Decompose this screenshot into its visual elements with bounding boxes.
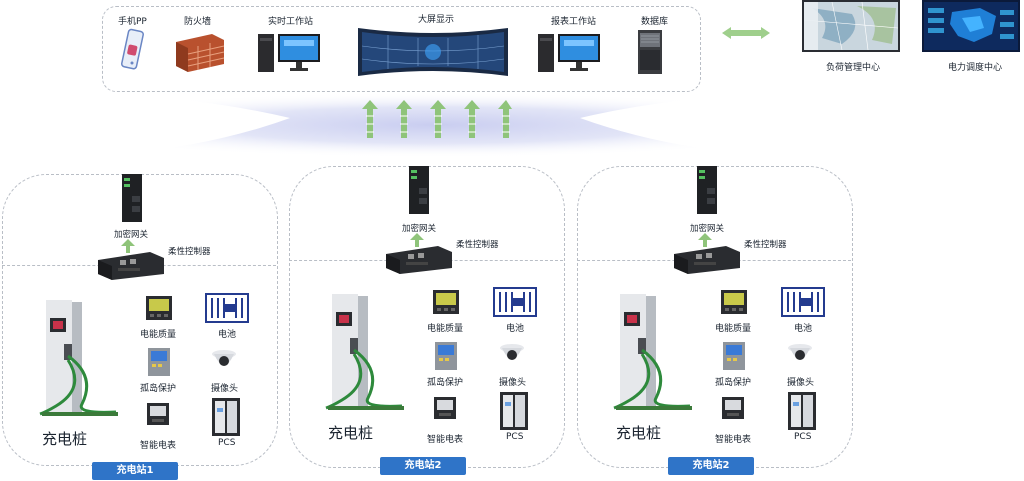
smart-meter-icon — [722, 397, 744, 419]
load-center-screen — [802, 0, 900, 52]
island-protection-label: 孤岛保护 — [715, 378, 752, 388]
firewall-icon — [176, 34, 225, 72]
power-quality-meter-icon — [721, 290, 747, 314]
camera-icon — [788, 344, 812, 360]
camera-icon — [500, 344, 524, 360]
power-quality-label: 电能质量 — [140, 330, 177, 340]
camera-label: 摄像头 — [499, 378, 527, 388]
camera-icon — [212, 350, 236, 366]
gateway-device-icon — [409, 166, 429, 214]
battery-icon — [781, 287, 825, 317]
smart-meter-label: 智能电表 — [715, 435, 752, 445]
platform-box — [102, 6, 701, 92]
charging-pile-icon — [39, 300, 118, 416]
island-protection-icon — [723, 342, 745, 370]
smart-meter-label: 智能电表 — [427, 435, 464, 445]
flexible-controller-icon — [674, 246, 740, 274]
controller-label: 柔性控制器 — [744, 240, 787, 250]
network-glow — [30, 92, 840, 158]
battery-label: 电池 — [794, 324, 813, 334]
dispatch-center-screen — [922, 0, 1020, 52]
charging-pile-icon — [613, 294, 692, 410]
gateway-label: 加密网关 — [114, 230, 149, 240]
power-quality-meter-icon — [433, 290, 459, 314]
smart-meter-icon — [147, 403, 169, 425]
battery-label: 电池 — [506, 324, 525, 334]
bigscreen-label: 大屏显示 — [418, 15, 455, 25]
battery-label: 电池 — [218, 330, 237, 340]
flexible-controller-icon — [98, 252, 164, 280]
camera-label: 摄像头 — [211, 384, 239, 394]
controller-label: 柔性控制器 — [456, 240, 499, 250]
island-protection-icon — [435, 342, 457, 370]
mobile-label: 手机PP — [118, 17, 147, 27]
charging-pile-label: 充电桩 — [328, 424, 374, 442]
charging-pile-label: 充电桩 — [42, 430, 88, 448]
report-workstation-icon — [538, 34, 600, 72]
controller-label: 柔性控制器 — [168, 247, 211, 257]
pcs-label: PCS — [794, 432, 812, 442]
load-center-label: 负荷管理中心 — [826, 63, 881, 73]
smart-meter-icon — [434, 397, 456, 419]
gateway-label: 加密网关 — [690, 224, 725, 234]
pcs-cabinet-icon — [788, 392, 816, 430]
power-quality-label: 电能质量 — [427, 324, 464, 334]
battery-icon — [205, 293, 249, 323]
gateway-device-icon — [697, 166, 717, 214]
island-protection-label: 孤岛保护 — [140, 384, 177, 394]
firewall-label: 防火墙 — [184, 17, 212, 27]
pcs-cabinet-icon — [212, 398, 240, 436]
island-protection-icon — [148, 348, 170, 376]
power-quality-meter-icon — [146, 296, 172, 320]
mobile-phone-icon — [121, 28, 144, 70]
up-arrow-icon — [121, 239, 135, 253]
video-wall-icon — [358, 28, 508, 76]
station-3-tag: 充电站2 — [668, 457, 754, 475]
charging-pile-icon — [325, 294, 404, 410]
gateway-label: 加密网关 — [402, 224, 437, 234]
pcs-label: PCS — [218, 438, 236, 448]
realtime-workstation-label: 实时工作站 — [268, 17, 314, 27]
power-quality-label: 电能质量 — [715, 324, 752, 334]
flexible-controller-icon — [386, 246, 452, 274]
realtime-workstation-icon — [258, 34, 320, 72]
database-label: 数据库 — [641, 17, 669, 27]
uplink-arrows-icon — [362, 100, 512, 138]
battery-icon — [493, 287, 537, 317]
pcs-cabinet-icon — [500, 392, 528, 430]
gateway-device-icon — [122, 174, 142, 222]
camera-label: 摄像头 — [787, 378, 815, 388]
charging-pile-label: 充电桩 — [616, 424, 662, 442]
smart-meter-label: 智能电表 — [140, 441, 177, 451]
station-2-tag: 充电站2 — [380, 457, 466, 475]
report-workstation-label: 报表工作站 — [551, 17, 597, 27]
bidirectional-arrow-icon — [722, 27, 770, 39]
up-arrow-icon — [410, 233, 424, 247]
station-1-tag: 充电站1 — [92, 462, 178, 480]
up-arrow-icon — [698, 233, 712, 247]
island-protection-label: 孤岛保护 — [427, 378, 464, 388]
dispatch-center-label: 电力调度中心 — [948, 63, 1003, 73]
database-server-icon — [638, 30, 662, 74]
pcs-label: PCS — [506, 432, 524, 442]
